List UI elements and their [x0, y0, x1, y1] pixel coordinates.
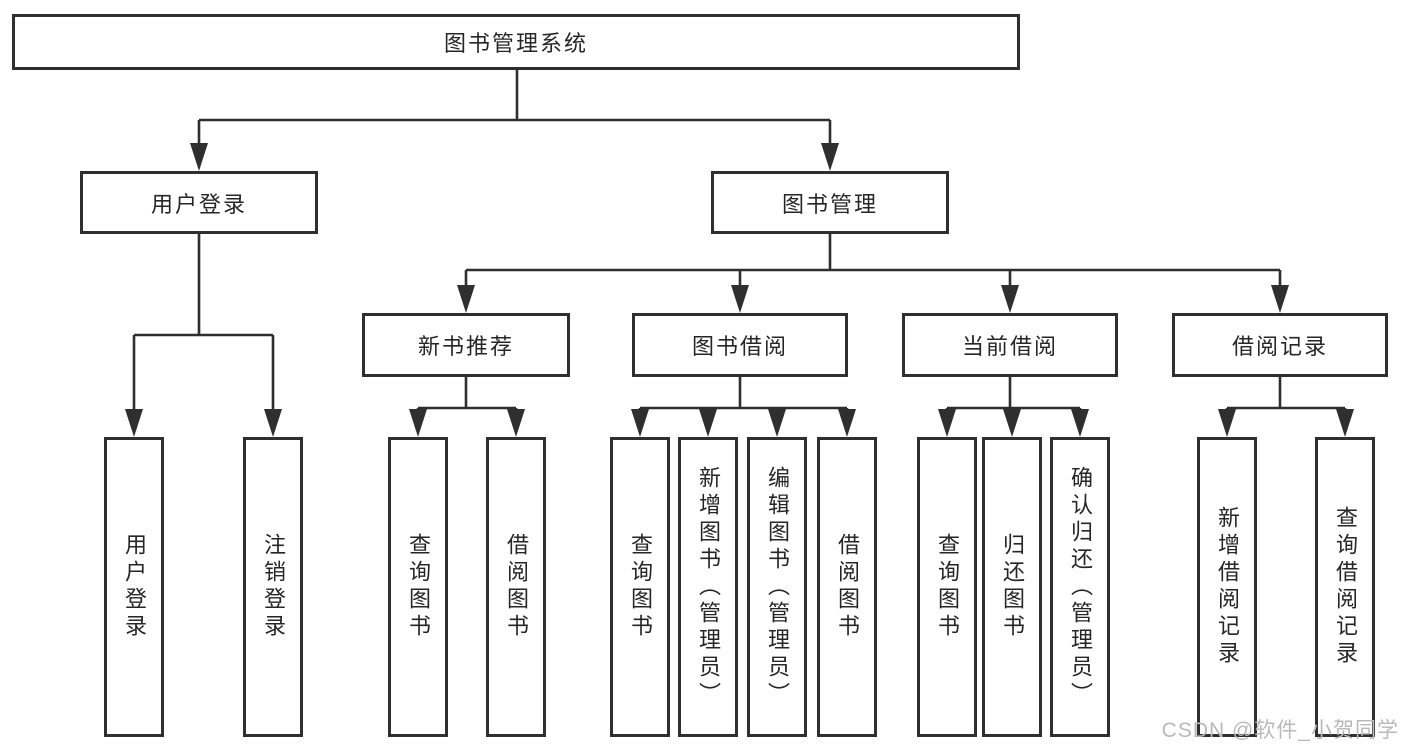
- leaf-query-books-borrow: 查询图书: [610, 437, 670, 737]
- node-book-borrow: 图书借阅: [632, 313, 848, 377]
- node-borrow-records: 借阅记录: [1172, 313, 1388, 377]
- csdn-watermark: CSDN @软件_小贺同学: [1161, 719, 1399, 742]
- leaf-user-login: 用户登录: [104, 437, 164, 737]
- leaf-confirm-return-admin: 确认归还（管理员）: [1050, 437, 1110, 737]
- leaf-query-books-current: 查询图书: [917, 437, 977, 737]
- node-new-book-recommend: 新书推荐: [362, 313, 570, 377]
- leaf-borrow-books: 借阅图书: [817, 437, 877, 737]
- leaf-borrow-books-recommend: 借阅图书: [486, 437, 546, 737]
- leaf-add-borrow-record: 新增借阅记录: [1197, 437, 1257, 737]
- leaf-return-books: 归还图书: [982, 437, 1042, 737]
- leaf-query-books-recommend: 查询图书: [388, 437, 448, 737]
- leaf-add-books-admin: 新增图书（管理员）: [678, 437, 738, 737]
- arrowheads: [125, 143, 1354, 437]
- node-current-borrow: 当前借阅: [902, 313, 1118, 377]
- node-user-login: 用户登录: [80, 171, 318, 234]
- leaf-query-borrow-record: 查询借阅记录: [1315, 437, 1375, 737]
- leaf-edit-books-admin: 编辑图书（管理员）: [747, 437, 807, 737]
- node-root-system: 图书管理系统: [12, 14, 1020, 70]
- node-book-management: 图书管理: [711, 171, 949, 234]
- leaf-logout: 注销登录: [243, 437, 303, 737]
